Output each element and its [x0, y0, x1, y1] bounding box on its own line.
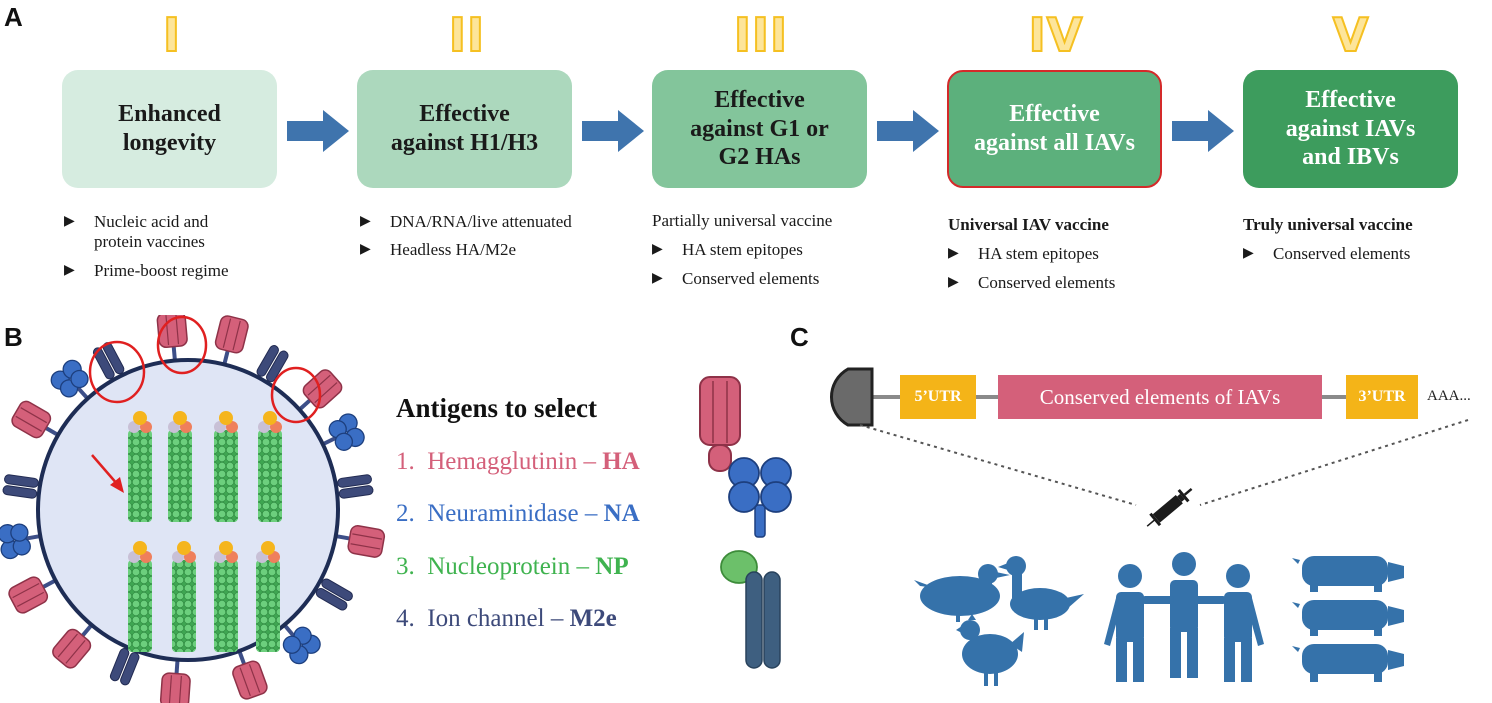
stage-1-description: ▶ Nucleic acid and protein vaccines ▶ Prim… [64, 212, 314, 289]
stage-3-title-l3: G2 HAs [718, 144, 801, 171]
stage-2-title-l2: against H1/H3 [390, 130, 539, 156]
polya-tail: AAA... [1427, 388, 1471, 404]
bullet-icon: ▶ [948, 246, 959, 262]
stage-1-title-l2: longevity [122, 130, 217, 156]
stage-1-bullet-1: Nucleic acid and protein vaccines [94, 212, 209, 252]
stage-5-title-l1: Effective [1305, 86, 1396, 113]
influenza-virion-diagram [0, 315, 388, 703]
stage-5-numeral: V [1332, 8, 1370, 62]
stage-4-title-l1: Effective [1009, 101, 1100, 128]
antigen-np-number: 3. [396, 553, 415, 580]
hosts-group [914, 552, 1404, 686]
duck-icon [914, 564, 1010, 622]
stage-5-title-l2: against IAVs [1285, 115, 1416, 142]
antigen-ha-name: Hemagglutinin [427, 448, 578, 475]
bullet-icon: ▶ [360, 214, 371, 229]
stage-2-title-l1: Effective [419, 101, 510, 128]
antigen-ha-abbr: HA [602, 448, 640, 475]
antigen-m2e: 4. Ion channel – M2e [396, 605, 617, 633]
stage-4-description: Universal IAV vaccine ▶HA stem epitopes … [948, 215, 1208, 301]
stage-2-bullet-2: Headless HA/M2e [390, 240, 517, 260]
antigen-na-abbr: NA [603, 500, 640, 527]
stage-4-bullet-1: HA stem epitopes [978, 244, 1099, 264]
bullet-icon: ▶ [64, 214, 75, 229]
antigen-np-dash: – [576, 553, 590, 580]
antigens-title: Antigens to select [396, 393, 597, 423]
bullet-icon: ▶ [64, 262, 75, 278]
arrow-right-icon [582, 110, 644, 152]
antigen-ha: 1. Hemagglutinin – HA [396, 448, 640, 476]
stage-3-description: Partially universal vaccine ▶ HA stem epi… [652, 211, 912, 297]
stage-2-numeral: II [448, 8, 486, 62]
mrna-construct-diagram [830, 367, 1469, 506]
orf-block [998, 375, 1322, 419]
antigen-m2e-number: 4. [396, 605, 415, 632]
bullet-icon: ▶ [652, 270, 663, 286]
bullet-icon: ▶ [652, 242, 663, 258]
orf-label: Conserved elements of IAVs [1039, 384, 1281, 409]
neuraminidase-icon [728, 457, 792, 538]
pig-icon [1292, 600, 1404, 636]
chicken-icon [956, 614, 1024, 686]
stage-4-bullet-2: Conserved elements [978, 272, 1116, 292]
stage-1-numeral: I [162, 8, 182, 62]
stage-4-numeral: IV [1028, 8, 1084, 62]
stage-3-bullet-1: HA stem epitopes [682, 240, 803, 260]
pig-icon [1292, 556, 1404, 592]
utr5-block [900, 375, 976, 419]
stage-4-heading: Universal IAV vaccine [948, 215, 1109, 234]
antigen-na-number: 2. [396, 500, 415, 527]
stage-4-title-l2: against all IAVs [974, 130, 1135, 156]
duck-icon [998, 556, 1084, 630]
people-icon [1104, 552, 1264, 682]
antigen-m2e-dash: – [550, 605, 564, 632]
antigen-na: 2. Neuraminidase – NA [396, 500, 640, 528]
bullet-icon: ▶ [1243, 246, 1254, 262]
panel-c-label: C [790, 322, 809, 352]
bullet-icon: ▶ [360, 242, 371, 258]
utr3-label: 3’UTR [1358, 388, 1406, 405]
stage-5-description: Truly universal vaccine ▶ Conserved eleme… [1243, 215, 1483, 273]
ion-channel-icon [745, 571, 781, 669]
panel-b-label: B [4, 322, 23, 352]
stage-3-title-l2: against G1 or [690, 115, 829, 142]
panel-a-label: A [4, 2, 23, 32]
antigen-m2e-abbr: M2e [569, 605, 617, 632]
syringe-icon [1146, 487, 1193, 527]
stage-3-title-l1: Effective [714, 86, 805, 113]
antigen-ha-dash: – [583, 448, 596, 475]
stage-3-bullet-2: Conserved elements [682, 268, 820, 288]
antigen-np-abbr: NP [595, 553, 629, 580]
stage-5-heading: Truly universal vaccine [1243, 215, 1413, 234]
utr5-label: 5’UTR [914, 388, 962, 405]
arrow-right-icon [877, 110, 939, 152]
antigen-na-dash: – [584, 500, 598, 527]
arrow-right-icon [287, 110, 349, 152]
antigen-np: 3. Nucleoprotein – NP [396, 553, 629, 581]
stage-3-numeral: III [733, 8, 789, 62]
antigen-ha-number: 1. [396, 448, 415, 475]
antigen-na-name: Neuraminidase [427, 500, 579, 527]
stage-1-title-l1: Enhanced [118, 101, 221, 128]
hemagglutinin-icon [699, 376, 741, 472]
pig-icon [1292, 644, 1404, 682]
stage-5-title-l3: and IBVs [1302, 144, 1399, 171]
antigen-np-name: Nucleoprotein [427, 553, 571, 580]
stage-3-heading: Partially universal vaccine [652, 211, 833, 230]
stage-5-bullet-1: Conserved elements [1273, 244, 1411, 264]
stage-2-bullet-1: DNA/RNA/live attenuated [390, 212, 572, 231]
arrow-right-icon [1172, 110, 1234, 152]
utr3-block [1346, 375, 1418, 419]
antigen-m2e-name: Ion channel [427, 605, 545, 632]
bullet-icon: ▶ [948, 274, 959, 290]
stage-2-description: ▶ DNA/RNA/live attenuated ▶ Headless HA/M2… [360, 212, 640, 269]
stage-1-bullet-2: Prime-boost regime [94, 260, 229, 280]
